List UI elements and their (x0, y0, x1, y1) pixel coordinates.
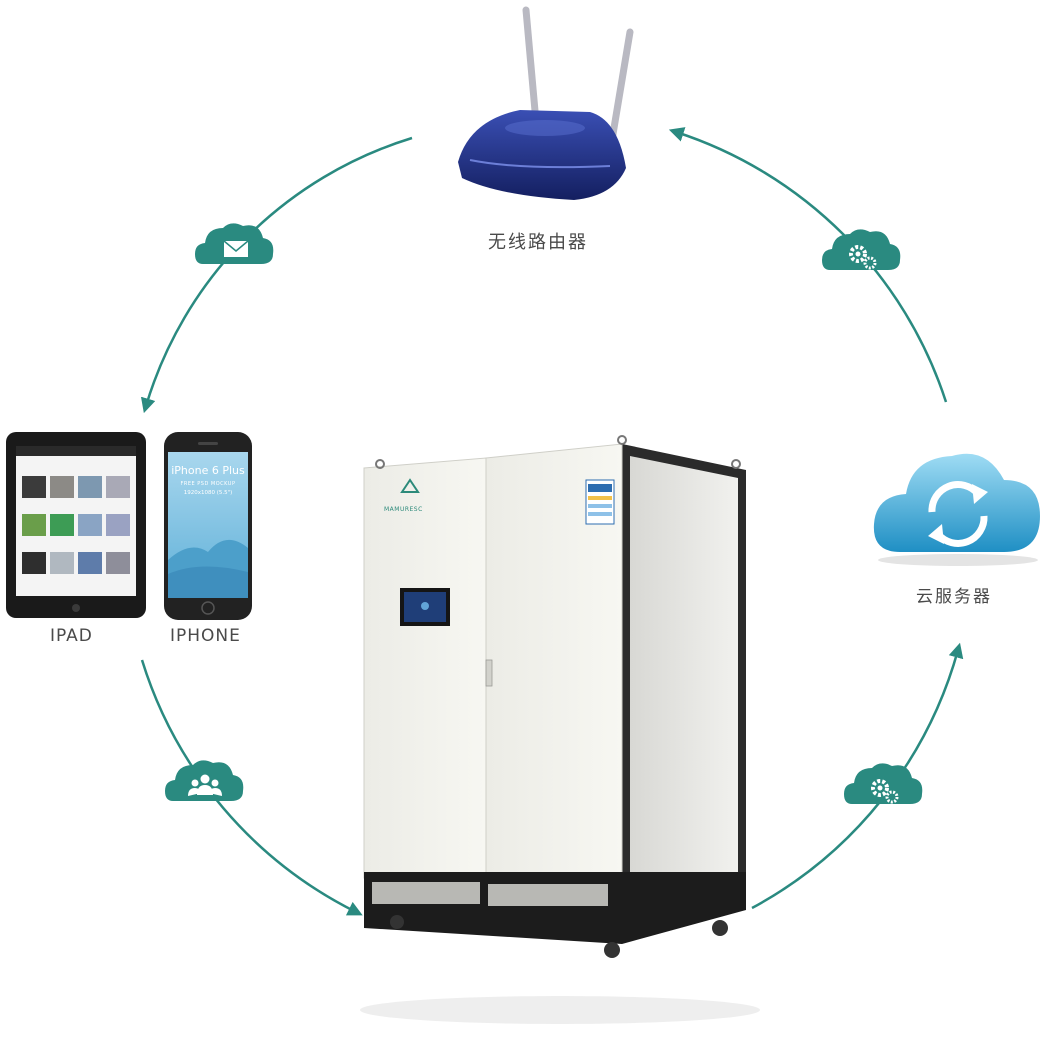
router-icon (458, 6, 634, 200)
iphone-screen-resolution: 1920x1080 (5.5") (183, 490, 233, 496)
arrow-cloud-to-router (668, 127, 948, 403)
cloud-server-label: 云服务器 (916, 587, 992, 607)
iphone-screen-title: iPhone 6 Plus (171, 464, 245, 477)
iphone-screen-subtitle: FREE PSD MOCKUP (180, 481, 236, 487)
users-cloud-icon (165, 760, 244, 801)
ipad-device (6, 432, 146, 618)
mail-cloud-icon (195, 223, 274, 264)
ipad-label: IPAD (50, 626, 93, 646)
cloud-server-icon (873, 453, 1040, 566)
iphone-label: IPHONE (170, 626, 241, 646)
arrow-router-to-devices (140, 136, 413, 414)
router-label: 无线路由器 (488, 232, 588, 253)
iphone-device (164, 432, 252, 620)
arrow-devices-to-cabinet (140, 659, 363, 916)
gear-cloud-icon (844, 763, 923, 804)
cabinet-brand-logo: MAMURESC (384, 506, 423, 513)
gear-cloud-icon (822, 229, 901, 270)
equipment-cabinet (360, 435, 760, 1024)
